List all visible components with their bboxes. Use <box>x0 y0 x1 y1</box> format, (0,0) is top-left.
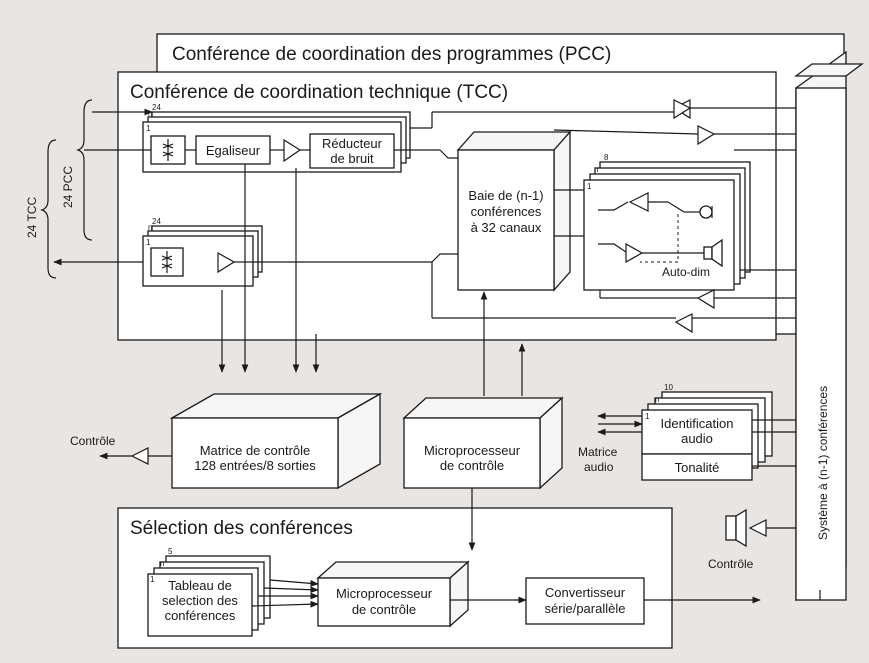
output-channel-stack: 24 n 1 <box>142 217 263 287</box>
matrice-audio-label-2: audio <box>584 460 614 474</box>
stack-mark-1b: 1 <box>146 238 151 247</box>
convertisseur-block: Convertisseur série/parallèle <box>525 577 645 625</box>
tableau-label-3: conférences <box>165 608 236 623</box>
micro-top-block: Microprocesseur de contrôle <box>402 396 564 490</box>
input-channel-stack: 24 n 1 Egaliseur Réducteur de bruit <box>142 103 411 173</box>
stack-mark-24b: 24 <box>152 217 161 226</box>
stack-mark-1d: 1 <box>645 412 650 421</box>
baie-label-1: Baie de (n-1) <box>468 188 543 203</box>
controle-left: Contrôle <box>70 434 172 465</box>
pcc-24-label: 24 PCC <box>61 166 75 208</box>
egaliseur-label: Egaliseur <box>206 143 261 158</box>
tonalite-label: Tonalité <box>675 460 720 475</box>
conv-label-1: Convertisseur <box>545 585 626 600</box>
stack-mark-ne: n <box>160 559 164 568</box>
matrice-audio-label-1: Matrice <box>578 445 618 459</box>
speaker-amp-icon <box>625 242 644 264</box>
speaker-icon-2 <box>735 508 747 548</box>
micro-top-label-2: de contrôle <box>440 458 504 473</box>
matrice-label-2: 128 entrées/8 sorties <box>194 458 316 473</box>
selection-wiring <box>251 488 821 608</box>
stack-mark-5: 5 <box>168 547 173 556</box>
stack-mark-1c: 1 <box>587 182 592 191</box>
pcc-title: Conférence de coordination des programme… <box>172 44 611 65</box>
stack-mark-nc: n <box>594 165 598 174</box>
microphone-icon <box>699 205 713 219</box>
matrice-label-1: Matrice de contrôle <box>200 443 311 458</box>
stack-mark-nb: n <box>148 223 152 232</box>
stack-mark-8: 8 <box>604 153 609 162</box>
matrice-controle-block: Matrice de contrôle 128 entrées/8 sortie… <box>169 392 383 490</box>
tcc-wiring <box>53 107 796 396</box>
systeme-column: Système à (n-1) conférences <box>794 50 864 602</box>
micro-bottom-block: Microprocesseur de contrôle <box>316 560 470 628</box>
micro-bottom-label-2: de contrôle <box>352 602 416 617</box>
speaker-icon <box>711 238 723 268</box>
auto-dim-label: Auto-dim <box>662 265 710 279</box>
stack-mark-nd: n <box>655 395 659 404</box>
tableau-label-1: Tableau de <box>168 578 232 593</box>
baie-block: Baie de (n-1) conférences à 32 canaux <box>456 130 572 292</box>
conference-channel-stack: 8 n 1 Auto-dim <box>583 153 751 291</box>
stack-mark-n: n <box>148 109 152 118</box>
tableau-label-2: selection des <box>162 593 238 608</box>
micro-bottom-label-1: Microprocesseur <box>336 586 433 601</box>
stack-mark-10: 10 <box>664 383 673 392</box>
controle-left-label: Contrôle <box>70 434 116 448</box>
baie-label-2: conférences <box>471 204 542 219</box>
tableau-stack: 5 n 1 Tableau de selection des conférenc… <box>147 547 271 637</box>
stack-mark-1: 1 <box>146 124 151 133</box>
reducteur-label-1: Réducteur <box>322 136 383 151</box>
tcc-title: Conférence de coordination technique (TC… <box>130 82 508 103</box>
systeme-label: Système à (n-1) conférences <box>816 386 830 540</box>
ident-label-2: audio <box>681 431 713 446</box>
micro-top-label-1: Microprocesseur <box>424 443 521 458</box>
controle-right-label: Contrôle <box>708 557 754 571</box>
stack-mark-24: 24 <box>152 103 161 112</box>
selection-title: Sélection des conférences <box>130 518 353 539</box>
bus-amplifiers <box>672 99 716 334</box>
baie-label-3: à 32 canaux <box>471 220 542 235</box>
tcc-24-label: 24 TCC <box>25 197 39 238</box>
identification-stack: 10 n 1 Identification audio Tonalité Mat… <box>578 383 796 481</box>
ident-label-1: Identification <box>661 416 734 431</box>
stack-mark-1e: 1 <box>150 575 155 584</box>
controle-right: Contrôle <box>708 508 796 571</box>
reducteur-label-2: de bruit <box>330 151 374 166</box>
side-braces: 24 PCC 24 TCC <box>25 99 93 279</box>
amplifier-icon-2 <box>217 251 236 274</box>
conv-label-2: série/parallèle <box>545 601 626 616</box>
